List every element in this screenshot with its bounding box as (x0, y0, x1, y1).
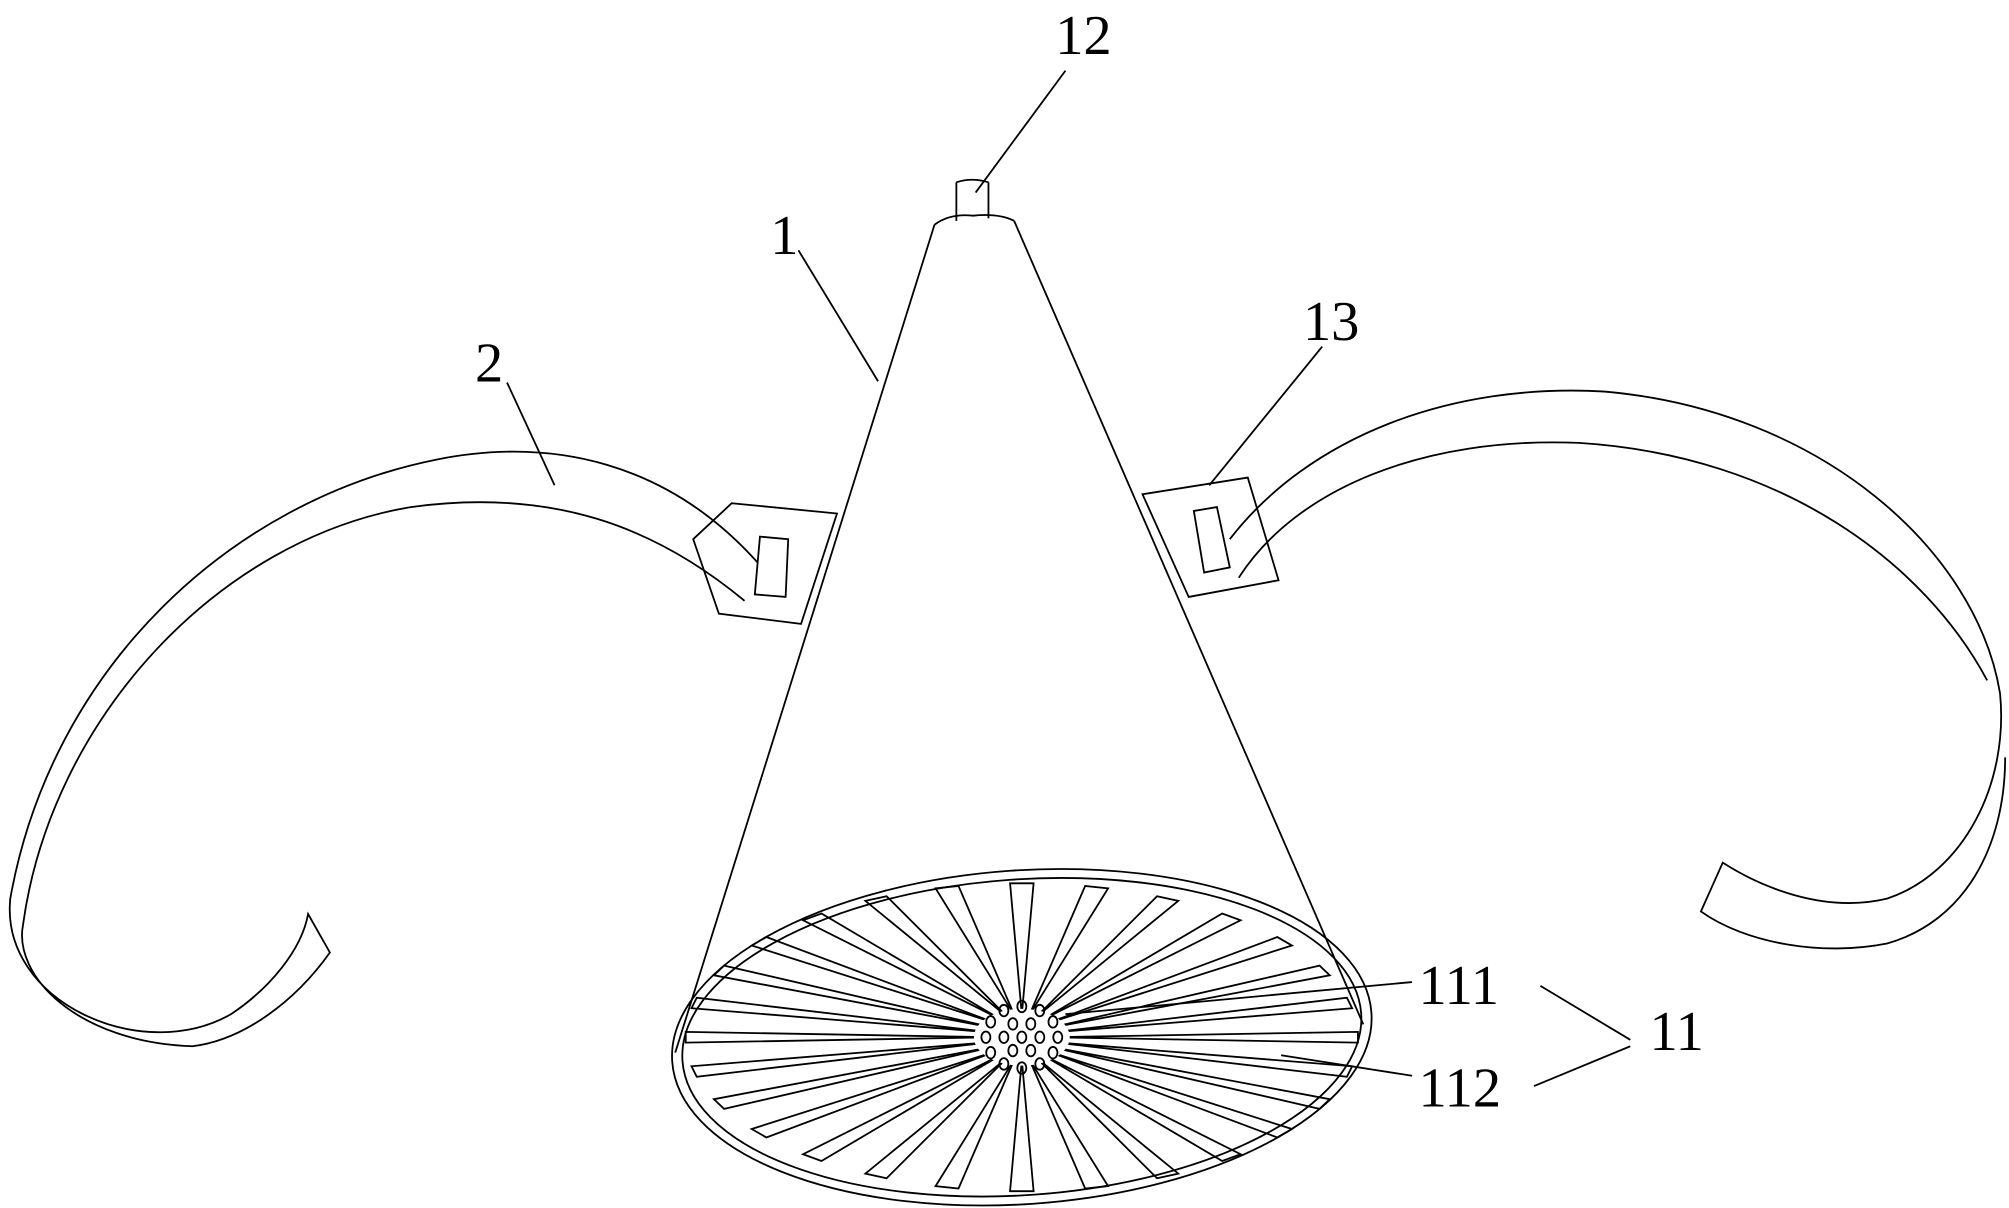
grille-spoke (1030, 884, 1110, 1010)
grille-spoke (1063, 1048, 1332, 1110)
grille-spoke (1068, 996, 1354, 1033)
grille-spoke (863, 1062, 1003, 1180)
grille-spoke (711, 964, 980, 1026)
vent-hole (1034, 1057, 1046, 1071)
vent-hole (980, 1030, 992, 1044)
grille-spoke (1009, 1065, 1035, 1193)
grille-spoke (749, 936, 986, 1021)
vent-hole (1016, 999, 1028, 1014)
label-strap-buckle: 13 (1303, 291, 1359, 353)
grille-spoke (1049, 912, 1243, 1016)
grille-spoke (1030, 1064, 1110, 1190)
label-vent-holes: 111 (1418, 955, 1499, 1017)
grille-spoke (1040, 895, 1181, 1013)
left-buckle (692, 502, 839, 625)
grille-spoke (1063, 964, 1332, 1026)
vent-hole (1052, 1030, 1064, 1044)
grille-spoke (1057, 1054, 1295, 1139)
label-mask-body: 1 (770, 205, 798, 267)
vent-hole (1025, 1017, 1037, 1031)
grille-spoke (1068, 1042, 1354, 1078)
grille-spoke (1049, 1058, 1243, 1162)
label-spoke-grille: 112 (1418, 1058, 1501, 1120)
grille-spoke (749, 1054, 986, 1139)
grille-spoke (800, 912, 994, 1016)
grille-spoke (800, 1058, 994, 1162)
leader-lines (506, 70, 1631, 1087)
grille-spoke (863, 895, 1003, 1013)
grille-spoke (684, 1030, 974, 1044)
grille-spoke (934, 1064, 1013, 1190)
vent-hole (985, 1045, 997, 1060)
vent-hole (1016, 1061, 1028, 1075)
grille-spoke (690, 996, 976, 1033)
vent-hole (1007, 1043, 1019, 1058)
grille-spoke (1057, 936, 1295, 1021)
right-buckle (1141, 476, 1280, 598)
label-filter-assembly: 11 (1650, 1001, 1704, 1063)
vent-hole (998, 1030, 1010, 1044)
vent-hole (998, 1057, 1010, 1071)
label-strap: 2 (475, 332, 503, 394)
grille-spoke (1040, 1062, 1181, 1180)
right-strap (1229, 389, 2007, 950)
nozzle (933, 178, 1015, 226)
vent-hole (998, 1003, 1010, 1018)
vent-hole (985, 1015, 997, 1029)
vent-hole (1034, 1003, 1046, 1018)
vent-hole (1016, 1030, 1028, 1044)
grille-spoke (1009, 882, 1035, 1009)
grille-spoke (1069, 1030, 1359, 1044)
vent-hole (1047, 1045, 1059, 1060)
vent-hole (1025, 1043, 1037, 1058)
vent-hole (1034, 1030, 1046, 1044)
left-strap (8, 450, 759, 1048)
vent-hole (1007, 1017, 1019, 1031)
grille-spoke (690, 1042, 976, 1078)
mask-body (674, 220, 1365, 1053)
label-nozzle: 12 (1055, 5, 1111, 67)
grille-spoke (934, 884, 1013, 1010)
grille-spoke (711, 1048, 980, 1110)
filter-grille (671, 868, 1373, 1207)
vent-hole (1047, 1015, 1059, 1029)
